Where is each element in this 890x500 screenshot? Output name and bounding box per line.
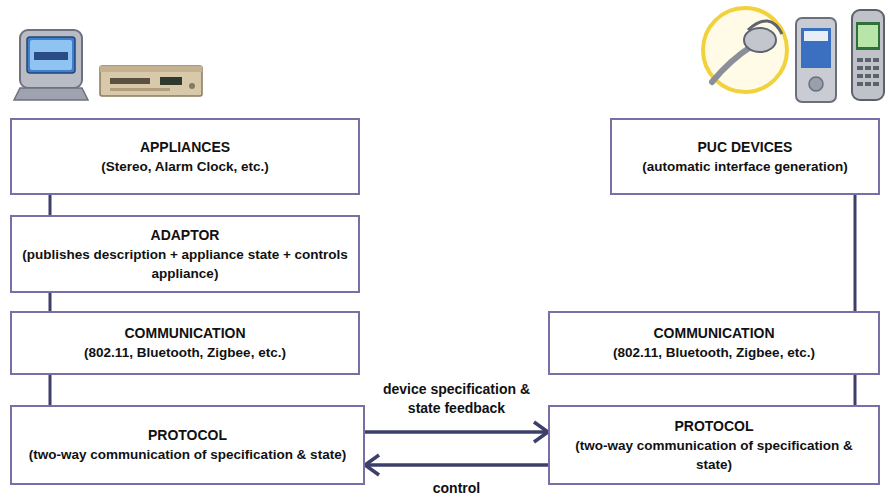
box-heading: COMMUNICATION bbox=[124, 324, 245, 343]
box-heading: PROTOCOL bbox=[674, 417, 753, 436]
arrow-head bbox=[534, 422, 548, 442]
layer-box: PROTOCOL(two-way communication of specif… bbox=[548, 405, 880, 485]
layer-box: ADAPTOR(publishes description + applianc… bbox=[10, 215, 360, 293]
connector-line bbox=[854, 375, 857, 405]
pda-picture bbox=[796, 18, 836, 102]
connector-line bbox=[49, 375, 52, 405]
box-heading: COMMUNICATION bbox=[653, 324, 774, 343]
layer-box: COMMUNICATION(802.11, Bluetooth, Zigbee,… bbox=[548, 311, 880, 375]
connector-line bbox=[49, 293, 52, 311]
box-description: (802.11, Bluetooth, Zigbee, etc.) bbox=[84, 343, 286, 362]
layer-box: PROTOCOL(two-way communication of specif… bbox=[10, 405, 365, 485]
edge-label: device specification & state feedback bbox=[369, 380, 544, 418]
stereo-picture bbox=[100, 66, 202, 96]
box-description: (two-way communication of specification … bbox=[560, 436, 868, 474]
connector-line bbox=[49, 195, 52, 215]
connector-line bbox=[854, 195, 857, 311]
alarm-clock-picture bbox=[14, 30, 88, 100]
box-description: (publishes description + appliance state… bbox=[22, 245, 348, 283]
edge-label: control bbox=[397, 479, 517, 498]
layer-box: PUC DEVICES(automatic interface generati… bbox=[610, 118, 880, 195]
box-description: (automatic interface generation) bbox=[642, 157, 848, 176]
phone-picture bbox=[852, 10, 884, 100]
box-heading: PROTOCOL bbox=[148, 426, 227, 445]
box-description: (802.11, Bluetooth, Zigbee, etc.) bbox=[613, 343, 815, 362]
box-description: (Stereo, Alarm Clock, etc.) bbox=[101, 157, 269, 176]
connector-line bbox=[365, 430, 548, 434]
layer-box: COMMUNICATION(802.11, Bluetooth, Zigbee,… bbox=[10, 311, 360, 375]
box-description: (two-way communication of specification … bbox=[29, 445, 346, 464]
arrow-head bbox=[365, 455, 379, 475]
layer-box: APPLIANCES(Stereo, Alarm Clock, etc.) bbox=[10, 118, 360, 195]
connector-line bbox=[365, 463, 548, 467]
headset-picture bbox=[703, 8, 787, 92]
box-heading: APPLIANCES bbox=[140, 138, 230, 157]
box-heading: PUC DEVICES bbox=[698, 138, 793, 157]
box-heading: ADAPTOR bbox=[151, 226, 220, 245]
